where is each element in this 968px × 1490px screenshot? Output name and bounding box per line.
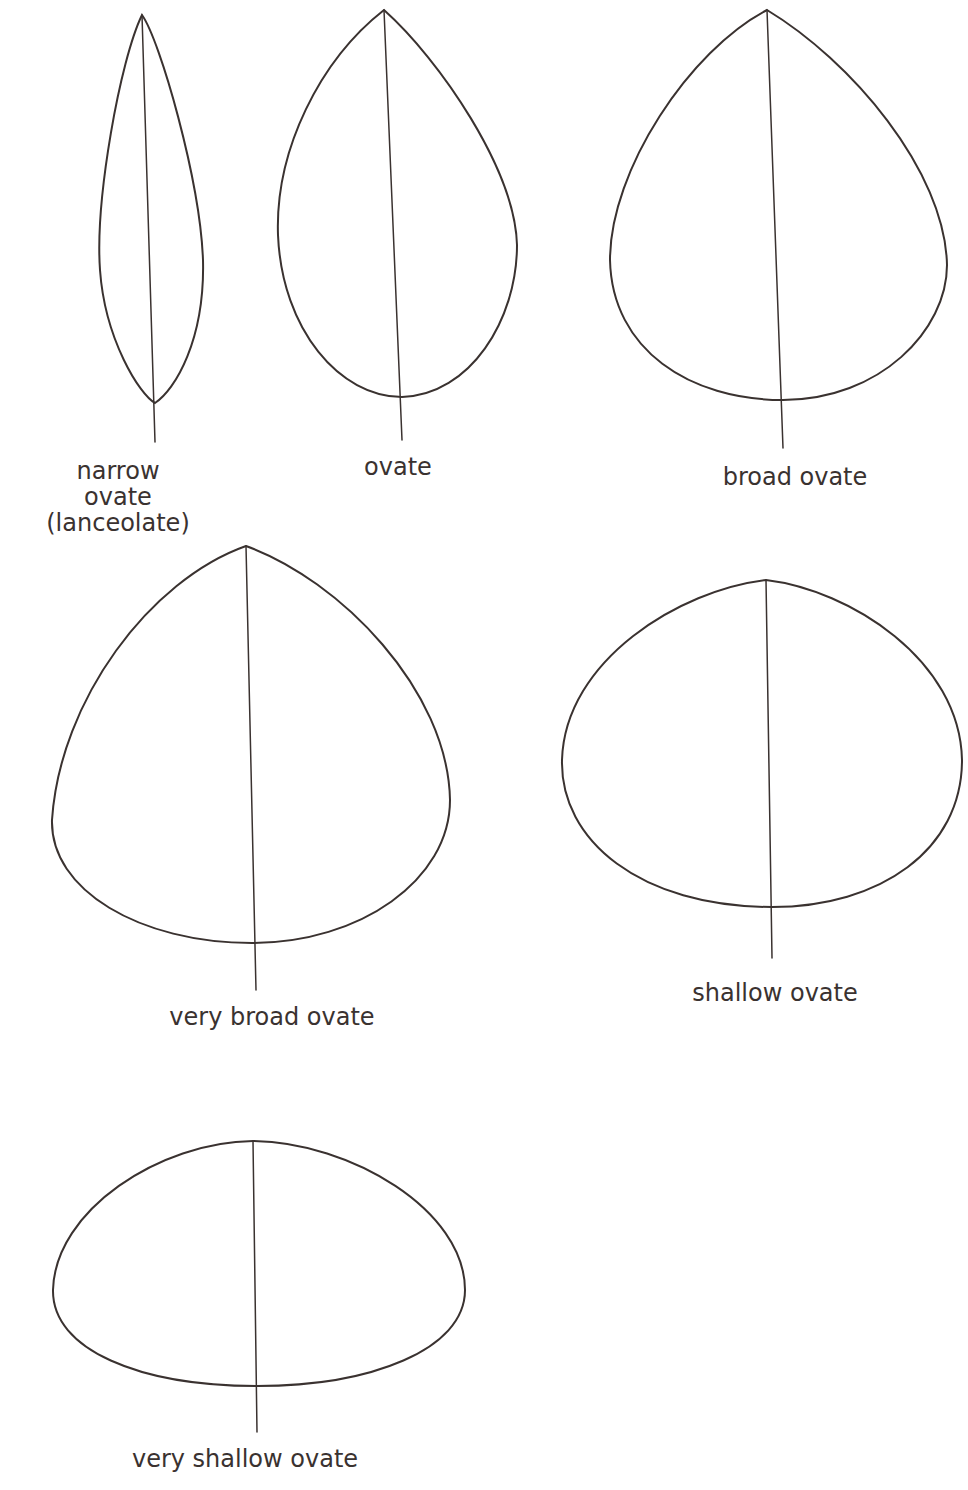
narrow-ovate-leaf — [99, 15, 203, 442]
ovate-leaf — [278, 10, 517, 440]
shallow-ovate-leaf — [562, 580, 962, 958]
shape-label: shallow ovate — [692, 980, 857, 1006]
broad-ovate-leaf — [610, 10, 947, 448]
shape-label: very broad ovate — [169, 1004, 374, 1030]
shape-label: broad ovate — [723, 464, 868, 490]
shape-label: very shallow ovate — [132, 1446, 358, 1472]
very-shallow-ovate-leaf — [53, 1141, 465, 1432]
very-broad-ovate-leaf — [52, 546, 450, 990]
shape-label: ovate — [364, 454, 432, 480]
shape-label: narrow ovate (lanceolate) — [46, 458, 190, 536]
